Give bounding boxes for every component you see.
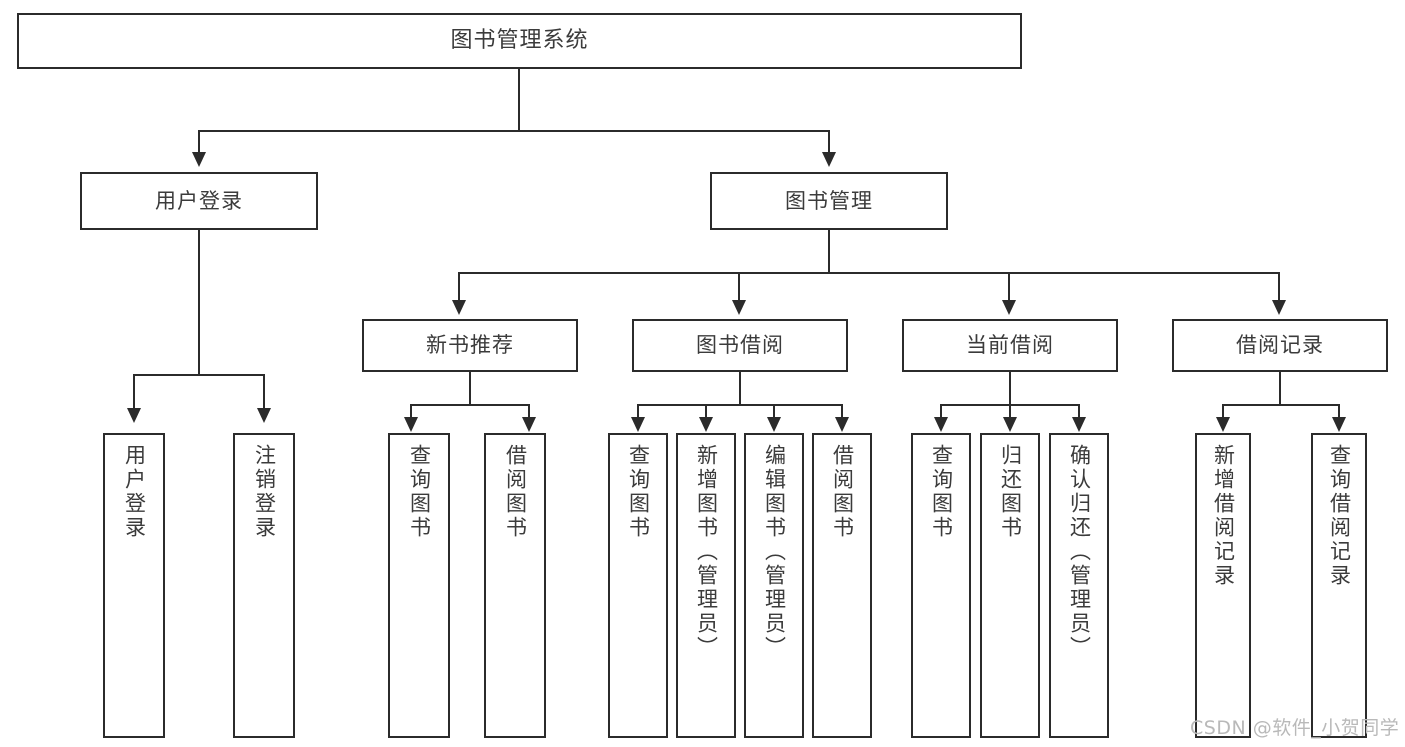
- connector-newbook-stem: [469, 372, 471, 405]
- node-label: 注销登录: [252, 444, 277, 540]
- connector-root-drop-right: [828, 130, 830, 155]
- connector-user-login-stem: [198, 230, 200, 375]
- connector-borrow-drop-1: [637, 404, 639, 419]
- connector-newbook-drop-2: [528, 404, 530, 419]
- connector-current-drop-3: [1078, 404, 1080, 419]
- connector-borrow-stem: [739, 372, 741, 405]
- leaf-current-return-book[interactable]: 归还图书: [980, 433, 1040, 738]
- leaf-user-login[interactable]: 用户登录: [103, 433, 165, 738]
- node-label: 借阅图书: [503, 444, 528, 540]
- node-user-login[interactable]: 用户登录: [80, 172, 318, 230]
- arrowhead-current-leaf-2: [1003, 417, 1017, 432]
- connector-current-drop-2: [1009, 404, 1011, 419]
- arrowhead-borrow-leaf-3: [767, 417, 781, 432]
- connector-current-drop-1: [940, 404, 942, 419]
- node-label: 确认归还（管理员）: [1067, 444, 1092, 660]
- arrowhead-book-borrow: [732, 300, 746, 315]
- node-book-borrow[interactable]: 图书借阅: [632, 319, 848, 372]
- connector-record-drop-1: [1222, 404, 1224, 419]
- node-label: 用户登录: [122, 444, 147, 540]
- arrowhead-book-management: [822, 152, 836, 167]
- node-label: 查询图书: [929, 444, 954, 540]
- leaf-record-add-record[interactable]: 新增借阅记录: [1195, 433, 1251, 738]
- node-label: 查询图书: [626, 444, 651, 540]
- connector-user-login-bus: [133, 374, 265, 376]
- connector-record-drop-2: [1338, 404, 1340, 419]
- node-label: 图书借阅: [696, 333, 784, 358]
- leaf-borrow-borrow-book[interactable]: 借阅图书: [812, 433, 872, 738]
- connector-borrow-drop-4: [841, 404, 843, 419]
- leaf-borrow-add-book-admin[interactable]: 新增图书（管理员）: [676, 433, 736, 738]
- node-label: 用户登录: [155, 188, 243, 213]
- arrowhead-current-borrow: [1002, 300, 1016, 315]
- node-label: 归还图书: [998, 444, 1023, 540]
- connector-current-stem: [1009, 372, 1011, 405]
- arrowhead-new-book: [452, 300, 466, 315]
- arrowhead-borrow-leaf-2: [699, 417, 713, 432]
- connector-root-stem: [518, 69, 520, 131]
- connector-user-login-drop-2: [263, 374, 265, 410]
- leaf-current-query-book[interactable]: 查询图书: [911, 433, 971, 738]
- connector-borrow-drop-3: [773, 404, 775, 419]
- arrowhead-newbook-leaf-1: [404, 417, 418, 432]
- connector-book-management-stem: [828, 230, 830, 273]
- leaf-newbook-query-book[interactable]: 查询图书: [388, 433, 450, 738]
- leaf-record-query-record[interactable]: 查询借阅记录: [1311, 433, 1367, 738]
- arrowhead-record-leaf-2: [1332, 417, 1346, 432]
- node-label: 新书推荐: [426, 333, 514, 358]
- connector-record-bus: [1222, 404, 1340, 406]
- node-label: 查询图书: [407, 444, 432, 540]
- node-label: 图书管理系统: [450, 28, 589, 54]
- connector-user-login-drop-1: [133, 374, 135, 410]
- node-root-system[interactable]: 图书管理系统: [17, 13, 1022, 69]
- node-label: 借阅记录: [1236, 333, 1324, 358]
- leaf-logout[interactable]: 注销登录: [233, 433, 295, 738]
- node-label: 编辑图书（管理员）: [762, 444, 787, 660]
- arrowhead-record-leaf-1: [1216, 417, 1230, 432]
- connector-borrow-bus: [637, 404, 843, 406]
- connector-bm-drop-3: [1008, 272, 1010, 302]
- node-current-borrow[interactable]: 当前借阅: [902, 319, 1118, 372]
- node-book-management[interactable]: 图书管理: [710, 172, 948, 230]
- node-new-book-recommend[interactable]: 新书推荐: [362, 319, 578, 372]
- connector-borrow-drop-2: [705, 404, 707, 419]
- node-label: 新增借阅记录: [1211, 444, 1236, 588]
- node-label: 新增图书（管理员）: [694, 444, 719, 660]
- arrowhead-borrow-leaf-4: [835, 417, 849, 432]
- connector-root-bus: [198, 130, 830, 132]
- node-label: 借阅图书: [830, 444, 855, 540]
- node-label: 当前借阅: [966, 333, 1054, 358]
- connector-bm-drop-2: [738, 272, 740, 302]
- arrowhead-newbook-leaf-2: [522, 417, 536, 432]
- arrowhead-leaf-logout: [257, 408, 271, 423]
- connector-record-stem: [1279, 372, 1281, 405]
- node-label: 查询借阅记录: [1327, 444, 1352, 588]
- arrowhead-borrow-leaf-1: [631, 417, 645, 432]
- node-borrow-record[interactable]: 借阅记录: [1172, 319, 1388, 372]
- connector-newbook-drop-1: [410, 404, 412, 419]
- connector-newbook-bus: [410, 404, 530, 406]
- connector-bm-drop-1: [458, 272, 460, 302]
- node-label: 图书管理: [785, 188, 873, 213]
- leaf-current-confirm-return-admin[interactable]: 确认归还（管理员）: [1049, 433, 1109, 738]
- arrowhead-user-login: [192, 152, 206, 167]
- leaf-borrow-query-book[interactable]: 查询图书: [608, 433, 668, 738]
- arrowhead-current-leaf-1: [934, 417, 948, 432]
- connector-bm-drop-4: [1278, 272, 1280, 302]
- connector-root-drop-left: [198, 130, 200, 155]
- connector-book-management-bus: [458, 272, 1280, 274]
- leaf-borrow-edit-book-admin[interactable]: 编辑图书（管理员）: [744, 433, 804, 738]
- arrowhead-current-leaf-3: [1072, 417, 1086, 432]
- arrowhead-borrow-record: [1272, 300, 1286, 315]
- leaf-newbook-borrow-book[interactable]: 借阅图书: [484, 433, 546, 738]
- arrowhead-leaf-user-login: [127, 408, 141, 423]
